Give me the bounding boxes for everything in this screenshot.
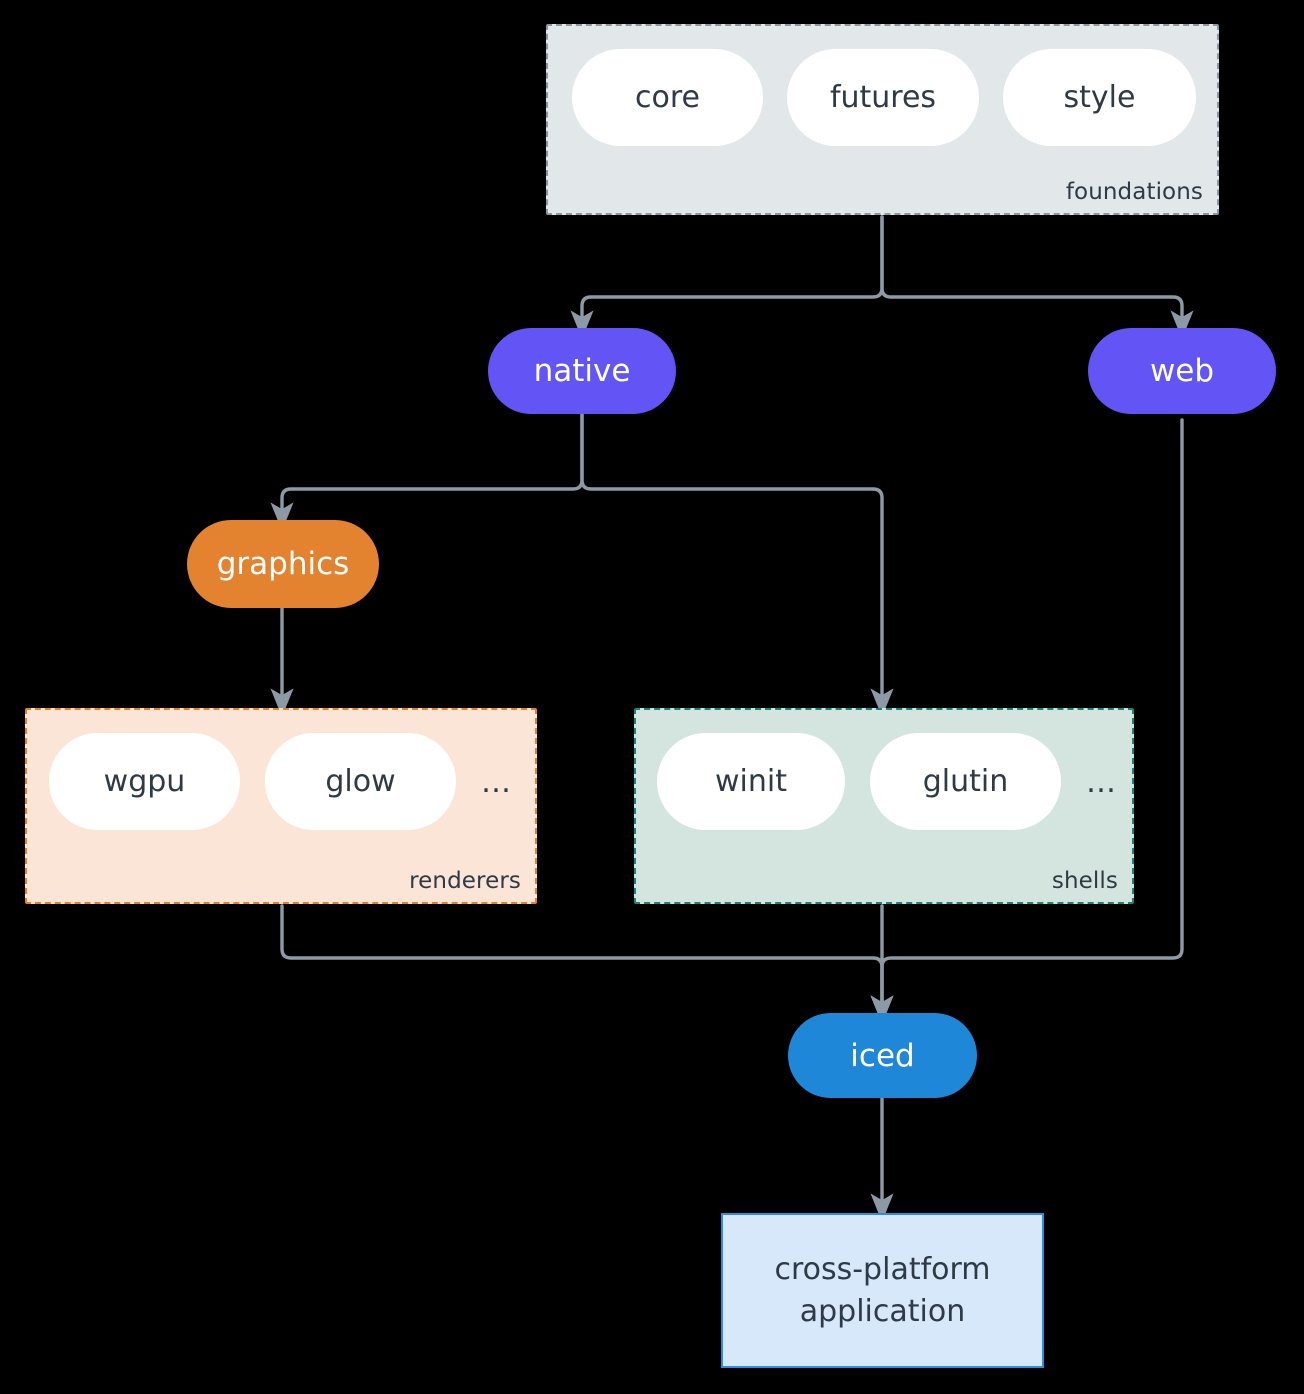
shells-overflow-ellipsis: …: [1086, 765, 1116, 800]
pill-style[interactable]: style: [1003, 49, 1196, 146]
edge-foundations-web: [880, 215, 1194, 339]
node-graphics[interactable]: graphics: [187, 520, 379, 608]
edge-foundations-native: [570, 215, 884, 339]
cluster-shells-label: shells: [1051, 868, 1118, 894]
pill-winit[interactable]: winit: [657, 733, 845, 830]
node-web[interactable]: web: [1088, 328, 1276, 414]
node-iced[interactable]: iced: [788, 1013, 977, 1098]
node-native[interactable]: native: [488, 328, 676, 414]
edge-native-shells: [580, 412, 894, 717]
pill-futures[interactable]: futures: [787, 49, 979, 146]
application-line-2: application: [799, 1293, 966, 1329]
node-cross-platform-application[interactable]: cross-platform application: [721, 1213, 1044, 1368]
pill-core[interactable]: core: [572, 49, 763, 146]
pill-wgpu[interactable]: wgpu: [49, 733, 240, 830]
edge-renderers-iced: [280, 904, 894, 1024]
edge-web-iced: [870, 418, 1184, 1024]
cluster-foundations-label: foundations: [1065, 179, 1203, 205]
pill-glow[interactable]: glow: [265, 733, 456, 830]
pill-glutin[interactable]: glutin: [870, 733, 1061, 830]
application-line-1: cross-platform: [774, 1252, 991, 1288]
cluster-renderers-label: renderers: [409, 868, 521, 894]
renderers-overflow-ellipsis: …: [481, 765, 511, 800]
edge-native-graphics: [270, 412, 584, 531]
